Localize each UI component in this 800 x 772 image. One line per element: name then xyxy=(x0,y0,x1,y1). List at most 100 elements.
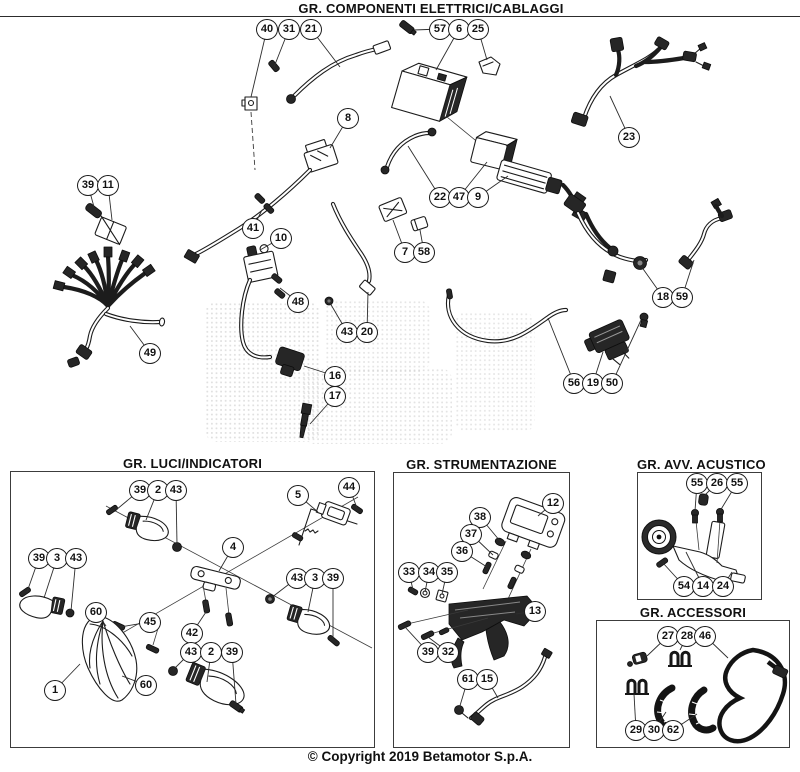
callout-43: 43 xyxy=(165,479,187,501)
callout-1: 1 xyxy=(44,679,66,701)
callout-42: 42 xyxy=(181,622,203,644)
rubber-mount-26 xyxy=(698,493,709,506)
bolt-31 xyxy=(268,59,280,73)
turn-indicator-rear-right xyxy=(286,604,331,635)
main-harness-49 xyxy=(52,246,166,368)
callout-31: 31 xyxy=(278,18,300,40)
turn-indicator-front-right xyxy=(125,511,169,542)
callout-21: 21 xyxy=(300,18,322,40)
spark-plug xyxy=(299,402,313,439)
bolt-44 xyxy=(351,503,363,515)
callout-58: 58 xyxy=(413,241,435,263)
callout-14: 14 xyxy=(692,575,714,597)
callout-44: 44 xyxy=(338,476,360,498)
speed-sensor-cable xyxy=(454,648,553,726)
spark-plug-cap xyxy=(275,346,305,378)
callout-39: 39 xyxy=(417,641,439,663)
callout-17: 17 xyxy=(324,385,346,407)
callout-60: 60 xyxy=(85,601,107,623)
callout-11: 11 xyxy=(97,174,119,196)
nut-43 xyxy=(324,296,334,306)
cdi-unit-9 xyxy=(496,159,563,195)
callout-55: 55 xyxy=(726,472,748,494)
halftone-watermark xyxy=(455,312,535,432)
callout-43: 43 xyxy=(180,641,202,663)
nut-43 xyxy=(65,608,75,618)
callout-10: 10 xyxy=(270,227,292,249)
title-lights: GR. LUCI/INDICATORI xyxy=(122,456,263,471)
callout-8: 8 xyxy=(337,107,359,129)
cable-20 xyxy=(330,201,376,296)
callout-43: 43 xyxy=(65,547,87,569)
callout-32: 32 xyxy=(437,641,459,663)
callout-50: 50 xyxy=(601,372,623,394)
horn xyxy=(641,493,746,584)
clamp-28 xyxy=(668,650,692,667)
horn-bolt-55 xyxy=(716,507,725,523)
electrical-divider xyxy=(0,16,800,17)
title-horn: GR. AVV. ACUSTICO xyxy=(637,457,766,472)
callout-62: 62 xyxy=(662,719,684,741)
battery xyxy=(391,62,468,122)
callout-23: 23 xyxy=(618,126,640,148)
cable-59 xyxy=(678,198,733,270)
screw-39 xyxy=(106,504,118,516)
headlight-bracket-4 xyxy=(190,565,241,627)
bolts-41 xyxy=(254,193,275,214)
thick-cable-56 xyxy=(445,288,569,344)
ignition-switch-19 xyxy=(584,319,630,365)
callout-41: 41 xyxy=(242,217,264,239)
clip-27 xyxy=(627,651,648,667)
callout-55: 55 xyxy=(686,472,708,494)
bolts-48 xyxy=(271,273,286,299)
callout-4: 4 xyxy=(222,536,244,558)
clip-58 xyxy=(410,216,429,232)
callout-36: 36 xyxy=(451,540,473,562)
callout-16: 16 xyxy=(324,365,346,387)
callout-40: 40 xyxy=(256,18,278,40)
clamp-29 xyxy=(625,678,649,695)
callout-25: 25 xyxy=(467,18,489,40)
bolt-54 xyxy=(656,557,669,568)
callout-12: 12 xyxy=(542,492,564,514)
title-instruments: GR. STRUMENTAZIONE xyxy=(406,457,557,472)
callout-48: 48 xyxy=(287,291,309,313)
callout-46: 46 xyxy=(694,625,716,647)
callout-13: 13 xyxy=(524,600,546,622)
callout-5: 5 xyxy=(287,484,309,506)
callout-33: 33 xyxy=(398,561,420,583)
headlight xyxy=(81,615,138,702)
ignition-coil xyxy=(239,244,279,360)
battery-cable xyxy=(286,40,392,104)
turn-indicator-rear-left xyxy=(185,662,245,706)
callout-35: 35 xyxy=(436,561,458,583)
halftone-watermark xyxy=(205,302,320,442)
clip-40 xyxy=(241,96,258,171)
part-39-11 xyxy=(85,203,127,246)
callout-60: 60 xyxy=(135,674,157,696)
callout-9: 9 xyxy=(467,186,489,208)
relay-7 xyxy=(378,197,408,222)
callout-15: 15 xyxy=(476,668,498,690)
harness-23 xyxy=(570,36,712,127)
callout-43: 43 xyxy=(336,321,358,343)
nut-43 xyxy=(265,594,275,604)
bolt-57 xyxy=(399,20,417,36)
spiral-wrap-62 xyxy=(688,686,717,734)
screw-39 xyxy=(327,635,340,647)
callout-45: 45 xyxy=(139,611,161,633)
title-electrical: GR. COMPONENTI ELETTRICI/CABLAGGI xyxy=(298,1,564,16)
callout-2: 2 xyxy=(200,641,222,663)
callout-20: 20 xyxy=(356,321,378,343)
bracket-25 xyxy=(478,56,501,76)
small-parts-33-34-35 xyxy=(407,586,449,603)
cable-loop-46 xyxy=(717,647,789,744)
relay-wire xyxy=(183,167,313,264)
screw-39 xyxy=(19,586,31,598)
turn-indicator-front-left xyxy=(19,595,66,619)
relay-8 xyxy=(303,139,339,173)
callout-59: 59 xyxy=(671,286,693,308)
starter-cable-22 xyxy=(380,127,437,175)
callout-24: 24 xyxy=(712,575,734,597)
bolt-50 xyxy=(639,312,649,329)
